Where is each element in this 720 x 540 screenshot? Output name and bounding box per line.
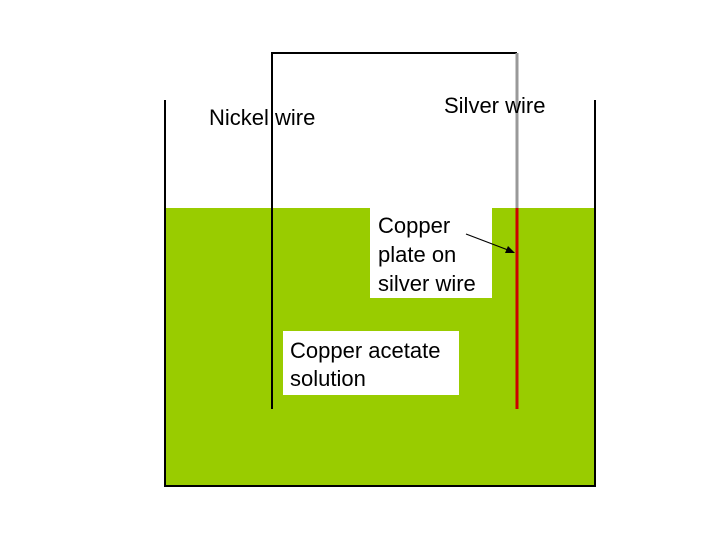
silver-wire-label: Silver wire — [444, 93, 545, 118]
copper-plate-label-line: Copper — [378, 213, 450, 238]
connecting-wire — [271, 52, 517, 409]
copper-plate-label-box — [370, 208, 492, 298]
nickel-wire-label: Nickel wire — [209, 105, 315, 130]
pointer-arrow — [465, 233, 509, 251]
pointer-arrowhead — [505, 246, 515, 253]
copper-plate-label-line: silver wire — [378, 271, 476, 296]
copper-plate-label: Copper plate on silver wire — [378, 213, 476, 296]
beaker — [164, 100, 596, 487]
solution-label-box — [283, 331, 459, 395]
solution-label-line: Copper acetate — [290, 338, 440, 363]
solution-label: Copper acetate solution — [290, 338, 447, 391]
solution-label-line: solution — [290, 366, 366, 391]
copper-plate-label-line: plate on — [378, 242, 456, 267]
